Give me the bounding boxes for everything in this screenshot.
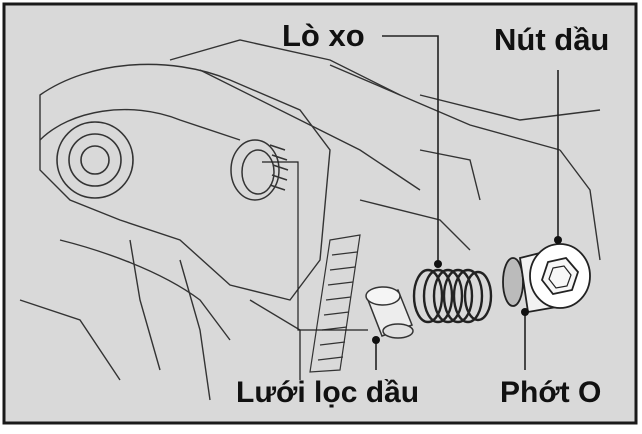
o-ring-label: Phớt O [500,378,601,408]
oil-strainer-label: Lưới lọc dầu [236,378,419,408]
spring-label: Lò xo [282,20,365,51]
oil-plug-label: Nút dầu [494,24,609,55]
